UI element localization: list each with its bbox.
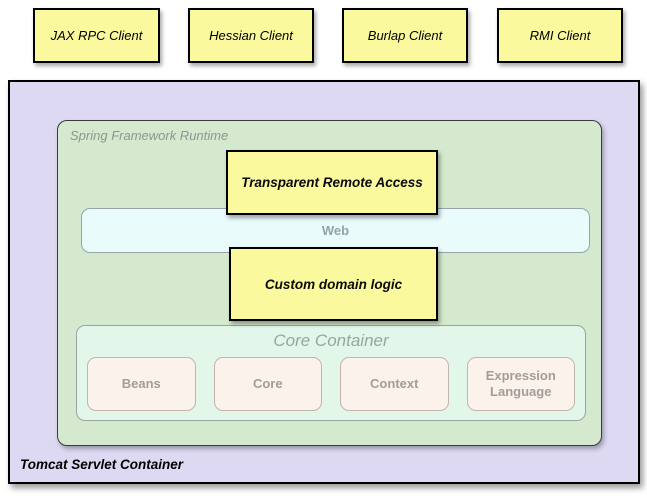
- spring-runtime-label: Spring Framework Runtime: [70, 128, 229, 143]
- custom-domain-logic-box: Custom domain logic: [229, 247, 438, 321]
- module-box-core: Core: [213, 357, 322, 411]
- client-box-label: Hessian Client: [209, 28, 293, 43]
- client-box-label: Burlap Client: [367, 28, 443, 43]
- transparent-remote-access-box: Transparent Remote Access: [226, 150, 438, 215]
- client-box-burlap: Burlap Client: [342, 8, 468, 63]
- custom-domain-logic-label: Custom domain logic: [264, 276, 403, 292]
- web-layer-label: Web: [321, 223, 350, 238]
- spring-framework-runtime: Spring Framework Runtime Web Transparent…: [57, 120, 602, 446]
- module-box-expression-language: Expression Language: [466, 357, 575, 411]
- transparent-remote-access-label: Transparent Remote Access: [241, 175, 423, 190]
- module-label: Core: [252, 375, 283, 391]
- tomcat-container-label: Tomcat Servlet Container: [20, 457, 184, 472]
- client-box-jax-rpc: JAX RPC Client: [33, 8, 160, 63]
- module-box-beans: Beans: [87, 357, 196, 411]
- client-box-label: RMI Client: [529, 28, 591, 43]
- client-box-label: JAX RPC Client: [50, 28, 143, 43]
- tomcat-servlet-container: Spring Framework Runtime Web Transparent…: [8, 80, 640, 484]
- module-label: Expression Language: [485, 367, 556, 399]
- core-modules-row: Beans Core Context Expression Language: [87, 357, 575, 411]
- module-box-context: Context: [340, 357, 449, 411]
- client-box-hessian: Hessian Client: [188, 8, 314, 63]
- core-container-label: Core Container: [273, 331, 389, 350]
- module-label: Beans: [121, 375, 161, 391]
- client-box-rmi: RMI Client: [497, 8, 623, 63]
- core-container: Core Container Beans Core Context Expres…: [76, 325, 586, 421]
- module-label: Context: [370, 375, 419, 391]
